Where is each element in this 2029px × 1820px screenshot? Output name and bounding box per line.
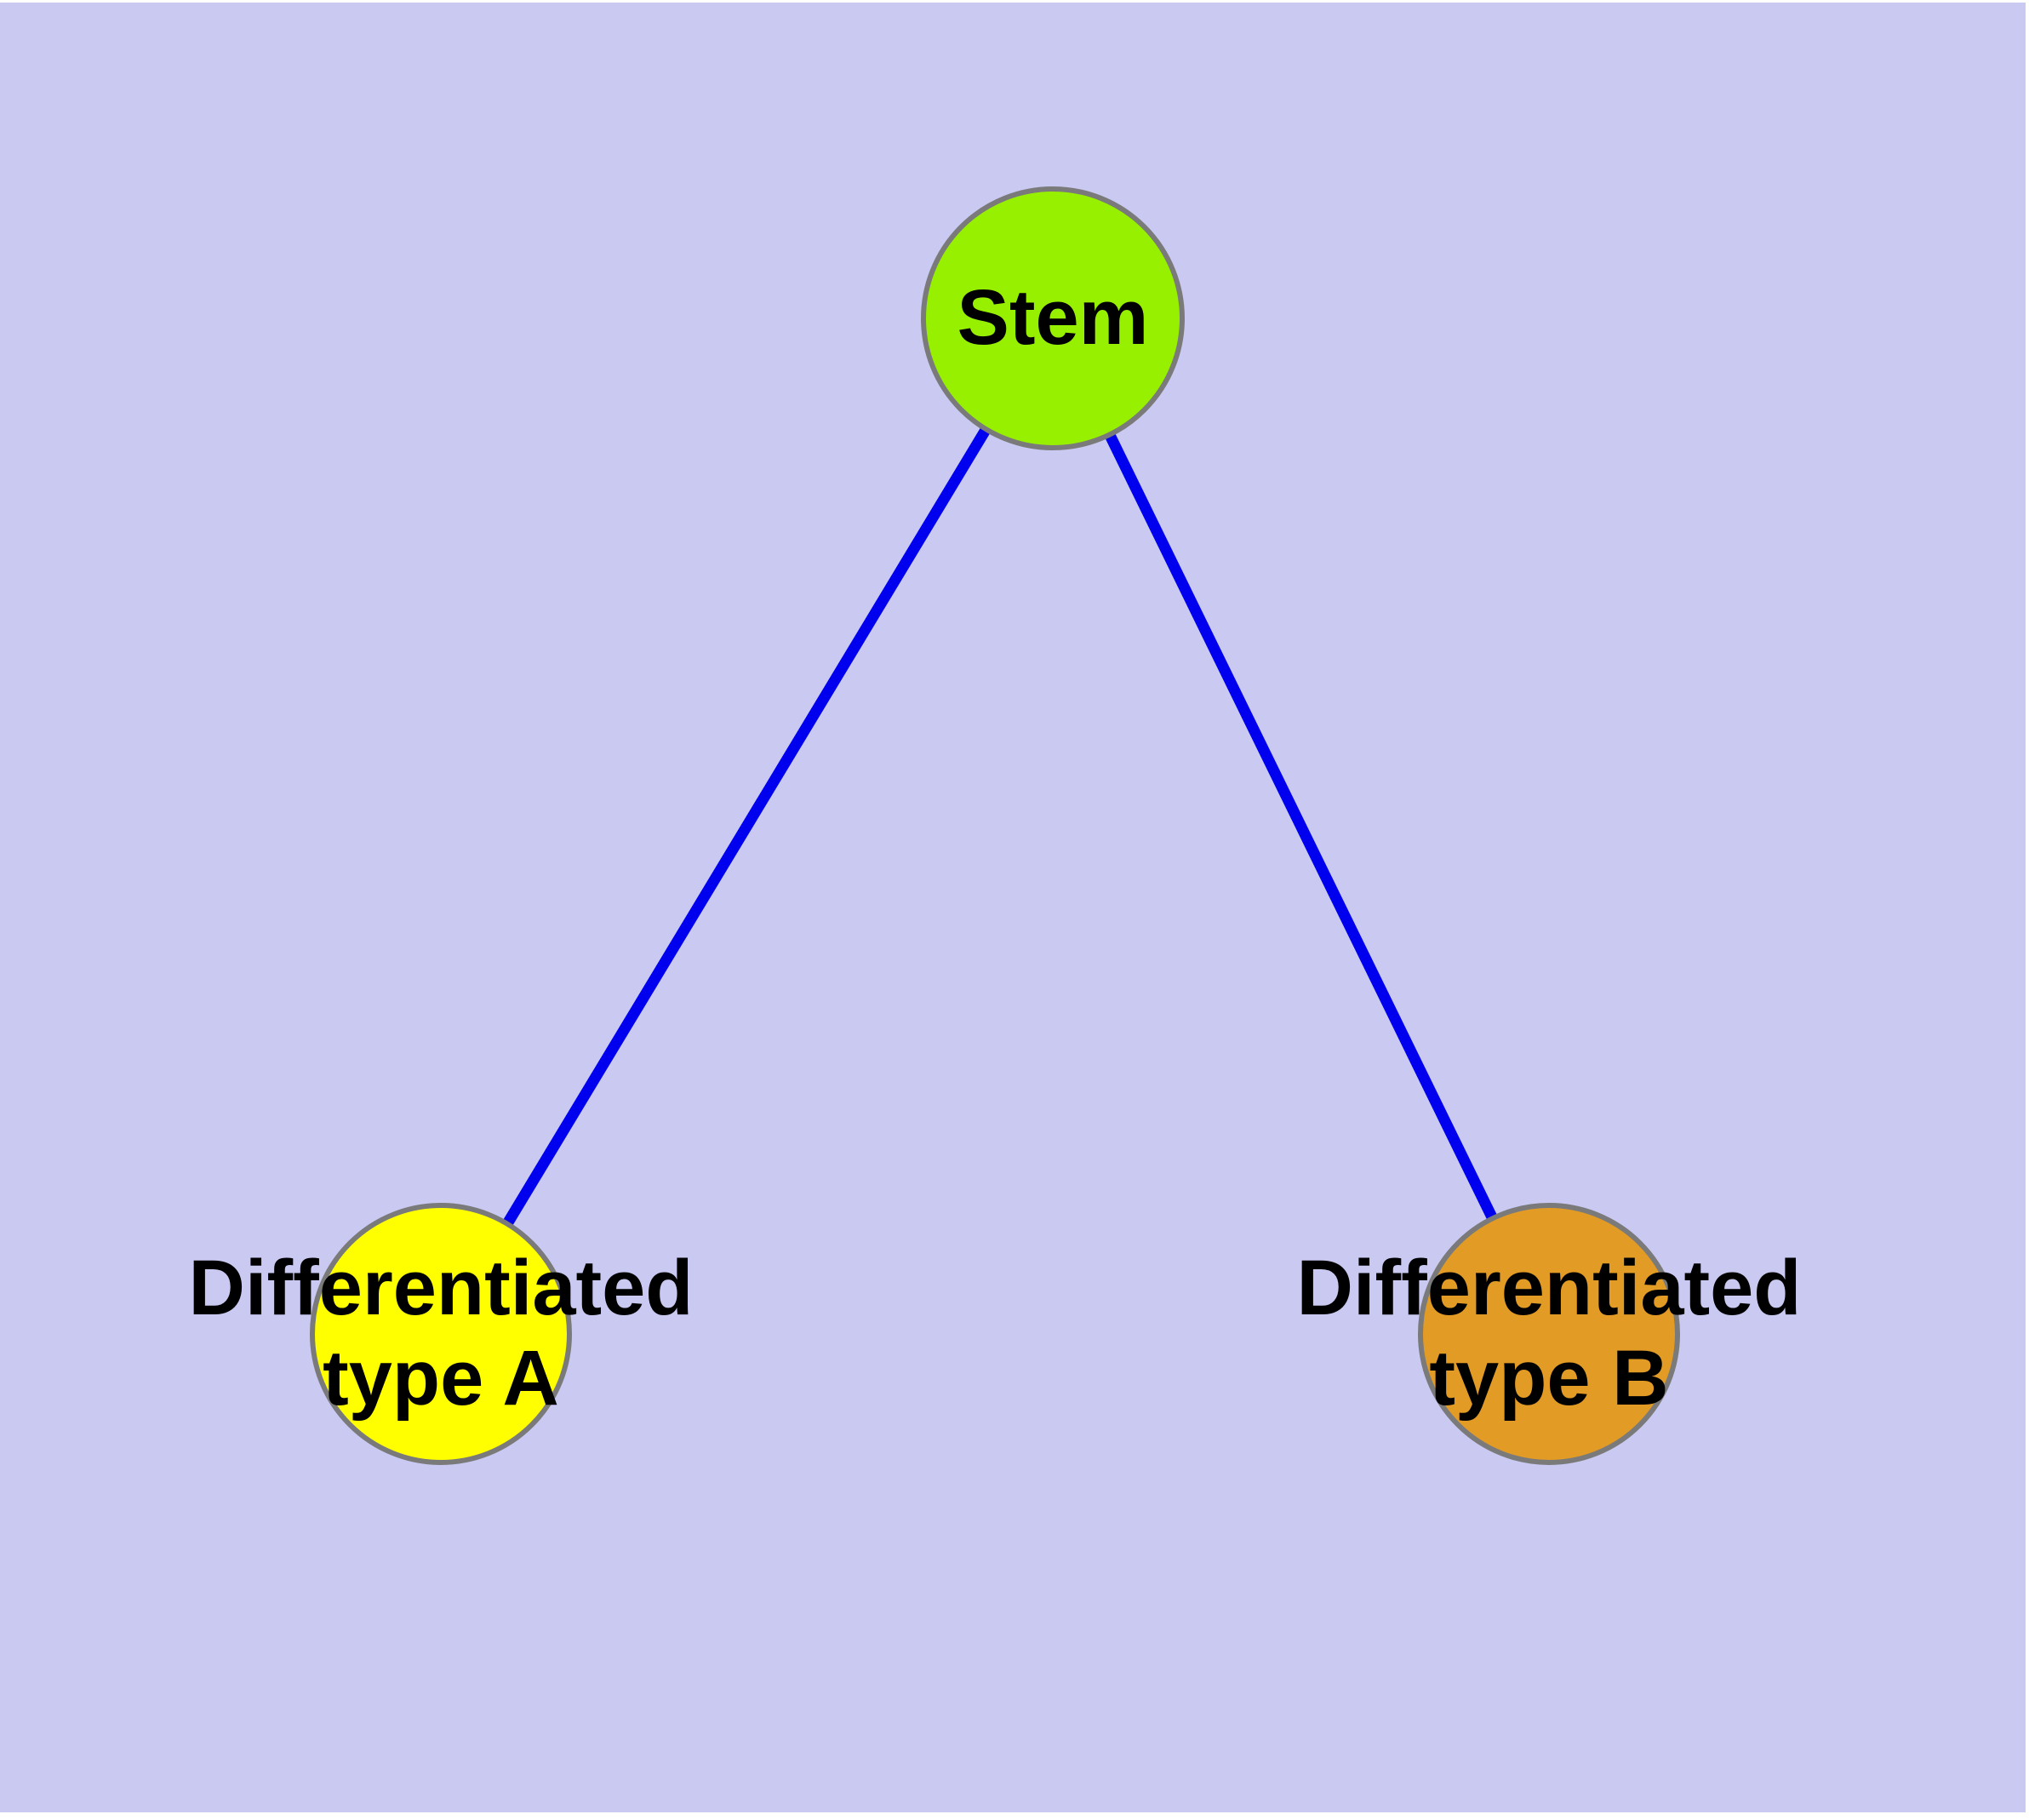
node-layer [310,186,1680,1465]
node-stem [921,186,1185,450]
node-differentiated-type-a [310,1203,572,1465]
node-differentiated-type-b [1418,1203,1680,1465]
edge-stem-to-differentiated-type-a [436,315,1058,1337]
edge-stem-to-differentiated-type-b [1048,316,1554,1336]
edge-layer [436,315,1554,1337]
